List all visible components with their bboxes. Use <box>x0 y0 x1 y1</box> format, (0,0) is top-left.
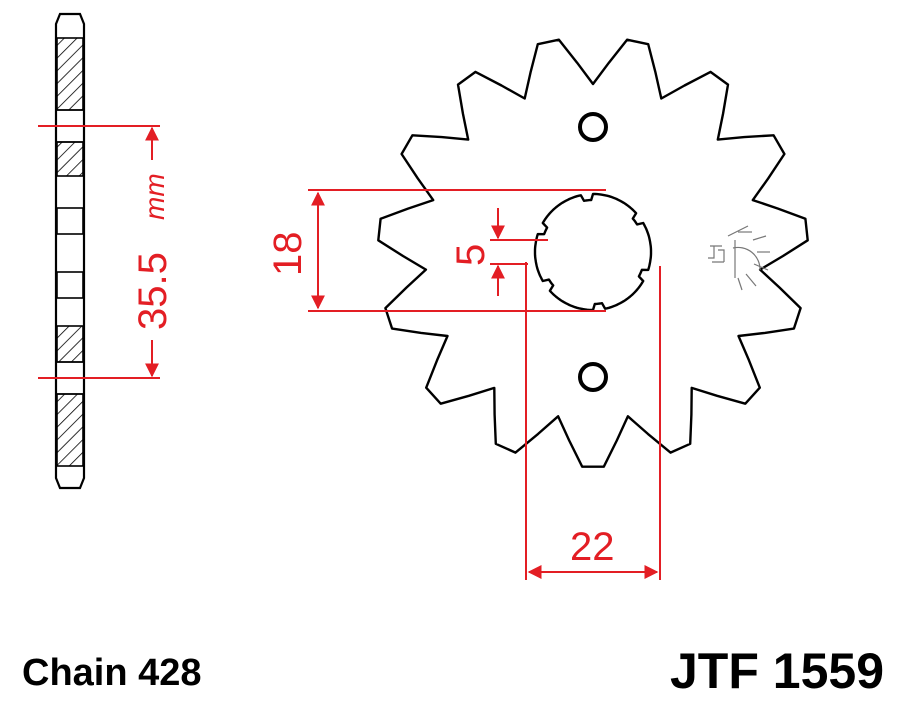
hatch-upper-hub <box>56 141 84 177</box>
hatch-top <box>56 37 84 111</box>
part-number-label: JTF 1559 <box>670 643 885 699</box>
hub-slot-2 <box>56 271 84 299</box>
hatch-bottom <box>56 393 84 467</box>
pitch-value-label: 35.5 <box>131 252 175 330</box>
side-profile-view <box>54 12 86 490</box>
hub-slot-1 <box>56 207 84 235</box>
bore-height-label: 18 <box>266 232 310 277</box>
pitch-unit-label: mm <box>139 173 170 220</box>
spline-bore <box>533 192 653 312</box>
front-sprocket-view <box>377 38 809 468</box>
bore-width-dimension: 22 <box>525 262 661 580</box>
spline-depth-dimension: 5 <box>449 208 548 296</box>
profile-outline <box>54 12 86 490</box>
pitch-dimension: 35.5 mm <box>38 125 175 379</box>
brand-mark-icon <box>708 225 770 291</box>
spline-depth-label: 5 <box>449 244 493 266</box>
bore-height-dimension: 18 <box>266 189 606 312</box>
bore-width-label: 22 <box>570 525 615 569</box>
chain-size-label: Chain 428 <box>22 652 202 694</box>
mounting-hole-bottom <box>578 362 608 392</box>
hatch-lower-hub <box>56 325 84 363</box>
mounting-hole-top <box>578 112 608 142</box>
